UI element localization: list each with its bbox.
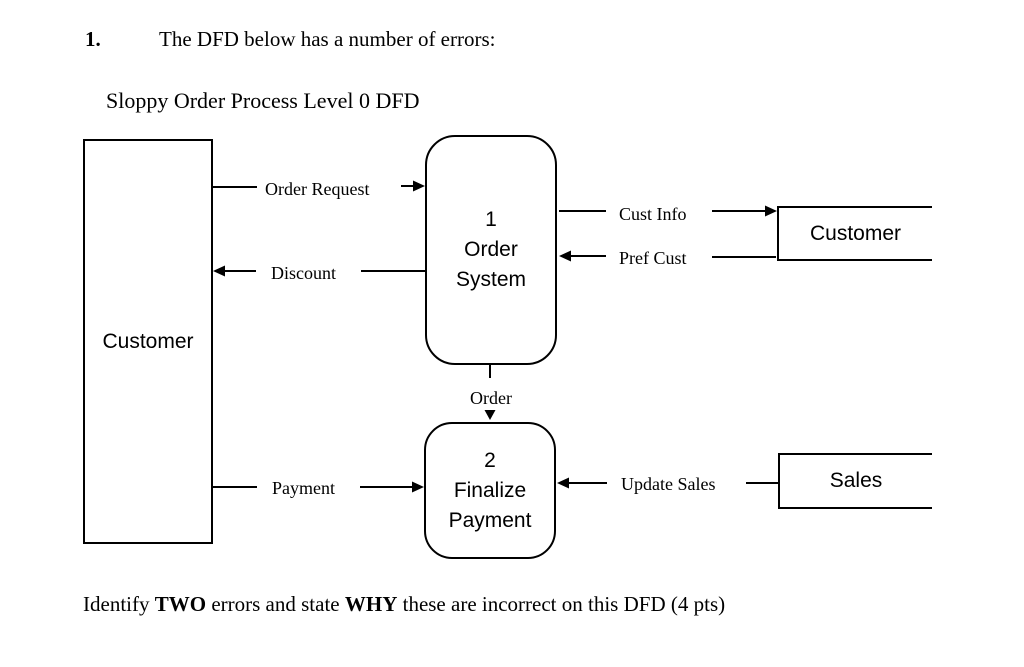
footer-part2: errors and state — [206, 592, 345, 616]
entity-sales: Sales — [778, 453, 932, 509]
entity-customer-source: Customer — [83, 139, 213, 544]
process-1-name-line2: System — [455, 268, 526, 291]
process-2-name-line1: Finalize — [453, 478, 527, 502]
diagram-title: Sloppy Order Process Level 0 DFD — [106, 88, 420, 113]
question-number: 1. — [85, 27, 101, 51]
entity-sales-label: Sales — [829, 469, 883, 492]
question-text: The DFD below has a number of errors: — [159, 27, 496, 51]
process-1-number: 1 — [485, 208, 497, 231]
process-order-system: 1 Order System — [425, 135, 557, 365]
footer-part1: Identify — [83, 592, 155, 616]
process-1-name-line1: Order — [464, 238, 518, 261]
flow-label-discount: Discount — [271, 263, 336, 283]
process-finalize-payment: 2 Finalize Payment — [424, 422, 556, 559]
flow-label-payment: Payment — [272, 478, 335, 498]
footer-bold-two: TWO — [154, 592, 207, 616]
flow-label-order: Order — [470, 388, 512, 408]
flow-label-cust-info: Cust Info — [619, 204, 687, 224]
entity-customer-sink-label: Customer — [809, 221, 902, 245]
entity-customer-sink: Customer — [777, 206, 932, 261]
process-2-name-line2: Payment — [448, 508, 532, 532]
flow-label-pref-cust: Pref Cust — [619, 248, 687, 268]
process-2-number: 2 — [484, 448, 496, 472]
footer-bold-why: WHY — [344, 592, 398, 616]
flow-label-order-request: Order Request — [265, 179, 370, 199]
footer-instruction: Identify TWO errors and state WHY these … — [83, 592, 725, 617]
entity-customer-source-label: Customer — [102, 329, 194, 353]
footer-part3: these are incorrect on this DFD (4 pts) — [397, 592, 726, 616]
flow-label-update-sales: Update Sales — [621, 474, 716, 494]
